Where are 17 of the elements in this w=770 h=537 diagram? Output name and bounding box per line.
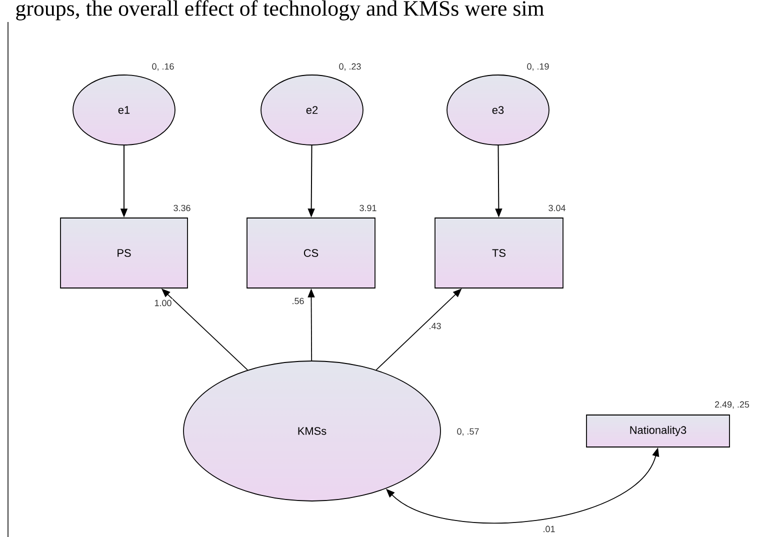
observed-box: PS [60,218,188,288]
body-text: groups, the overall effect of technology and KMSs were sim [16,0,544,20]
edge-label: 1.00 [153,298,173,308]
parameter-value: 2.49, .25 [715,401,750,409]
parameter-value: 0, .16 [152,63,174,71]
observed-box: TS [434,218,564,288]
parameter-value: 3.04 [548,204,566,212]
parameter-value: 0, .57 [457,428,479,436]
observed-box: CS [246,218,376,288]
parameter-value: 0, .19 [527,63,549,71]
edge-label: .56 [290,296,306,306]
parameter-value: 0, .23 [339,63,361,71]
edge-label: .01 [542,524,556,534]
parameter-value: 3.91 [360,204,376,212]
observed-box: Nationality3 [586,414,730,448]
edge-label: .43 [428,322,442,330]
parameter-value: 3.36 [174,204,190,212]
